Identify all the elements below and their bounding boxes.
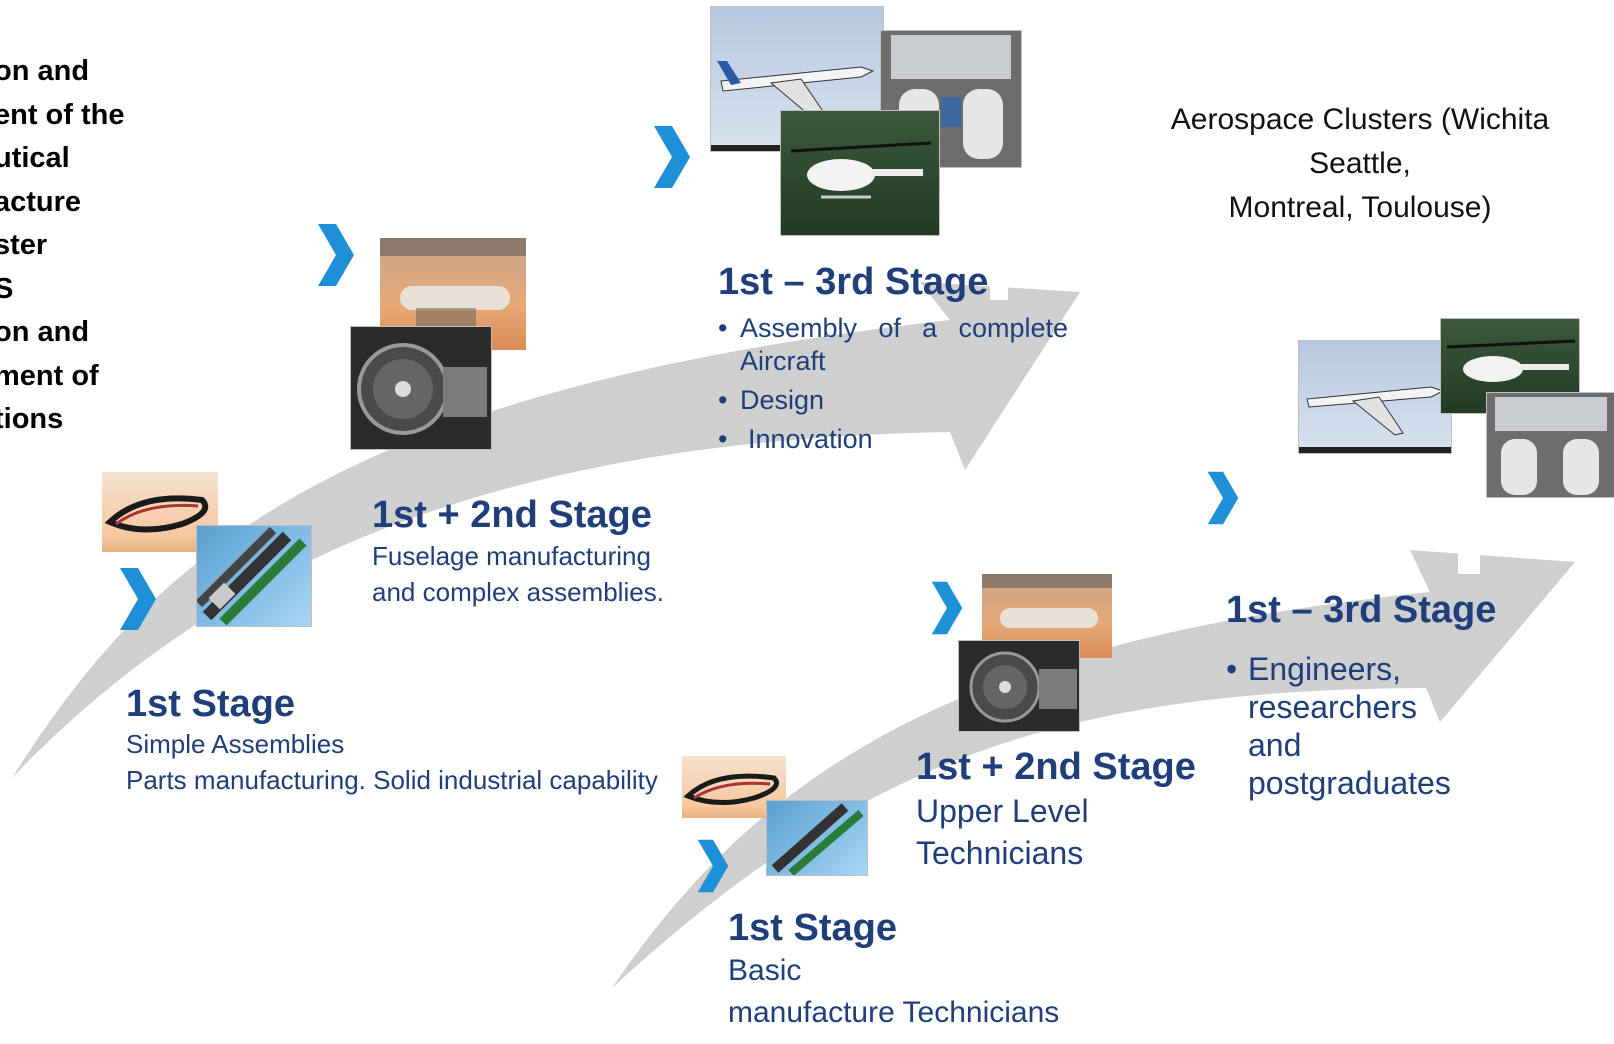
chevron-right-icon: [120, 568, 156, 630]
left-title-line: ent of the: [0, 98, 125, 131]
stage-description: and complex assemblies.: [372, 577, 664, 607]
aerospace-clusters-text: Aerospace Clusters (Wichita Seattle, Mon…: [1120, 98, 1600, 230]
left-title-line: acture: [0, 185, 82, 218]
chevron-right-icon: [318, 224, 354, 286]
stage-description: Fuselage manufacturing: [372, 541, 651, 571]
stage-description: Technicians: [916, 835, 1084, 871]
left-title-line: on and: [0, 55, 90, 87]
chevron-right-icon: [931, 581, 963, 635]
stage-title: 1st + 2nd Stage: [372, 494, 652, 536]
left-title-line: ster: [0, 229, 48, 261]
left-title-line: S: [0, 272, 14, 305]
bullet-item: Engineers, researchers and postgraduates: [1226, 650, 1476, 802]
helicopter-photo: [780, 110, 940, 236]
stage-description: Upper Level: [916, 793, 1089, 829]
left-title-line: on and: [0, 316, 90, 348]
upper-stage-1: 1st Stage Simple Assemblies Parts manufa…: [126, 682, 766, 798]
left-title-line: utical: [0, 142, 70, 174]
turbine-engine-photo: [350, 326, 492, 450]
stage-title: 1st + 2nd Stage: [916, 746, 1196, 788]
bullet-item: Assembly of a complete Aircraft: [718, 312, 1068, 378]
left-title: on and ent of the utical acture ster S o…: [0, 50, 234, 442]
stage-description: Basic: [728, 954, 802, 987]
chevron-right-icon: [697, 839, 729, 893]
cluster-line: Montreal, Toulouse): [1228, 191, 1492, 224]
cockpit-photo: [1486, 392, 1614, 498]
stage-description: manufacture Technicians: [728, 996, 1060, 1029]
hose-photo: [766, 800, 868, 876]
left-title-line: tions: [0, 403, 64, 435]
stage-description: Parts manufacturing. Solid industrial ca…: [126, 765, 658, 795]
lower-stage-2: 1st + 2nd Stage Upper Level Technicians: [916, 744, 1246, 874]
bullet-item: Design: [718, 384, 1068, 417]
stage-title: 1st – 3rd Stage: [1226, 589, 1497, 631]
lower-stage-3: 1st – 3rd Stage Engineers, researchers a…: [1226, 588, 1508, 802]
chevron-right-icon: [654, 126, 690, 188]
hose-photo: [196, 525, 312, 627]
stage-description: Simple Assemblies: [126, 729, 345, 759]
chevron-right-icon: [1207, 471, 1239, 525]
stage-title: 1st – 3rd Stage: [718, 261, 989, 303]
business-jet-photo: [1298, 340, 1452, 454]
left-title-line: ment of: [0, 359, 99, 392]
stage-title: 1st Stage: [728, 907, 897, 949]
cluster-line: Seattle,: [1309, 147, 1411, 180]
lower-stage-1: 1st Stage Basic manufacture Technicians: [728, 906, 1148, 1034]
upper-stage-2: 1st + 2nd Stage Fuselage manufacturing a…: [372, 492, 752, 610]
stage-title: 1st Stage: [126, 683, 295, 725]
cluster-line: Aerospace Clusters (Wichita: [1170, 103, 1550, 136]
upper-stage-3: 1st – 3rd Stage Assembly of a complete A…: [718, 258, 1068, 456]
turbine-engine-photo: [958, 640, 1080, 732]
bullet-item: Innovation: [718, 423, 1068, 456]
